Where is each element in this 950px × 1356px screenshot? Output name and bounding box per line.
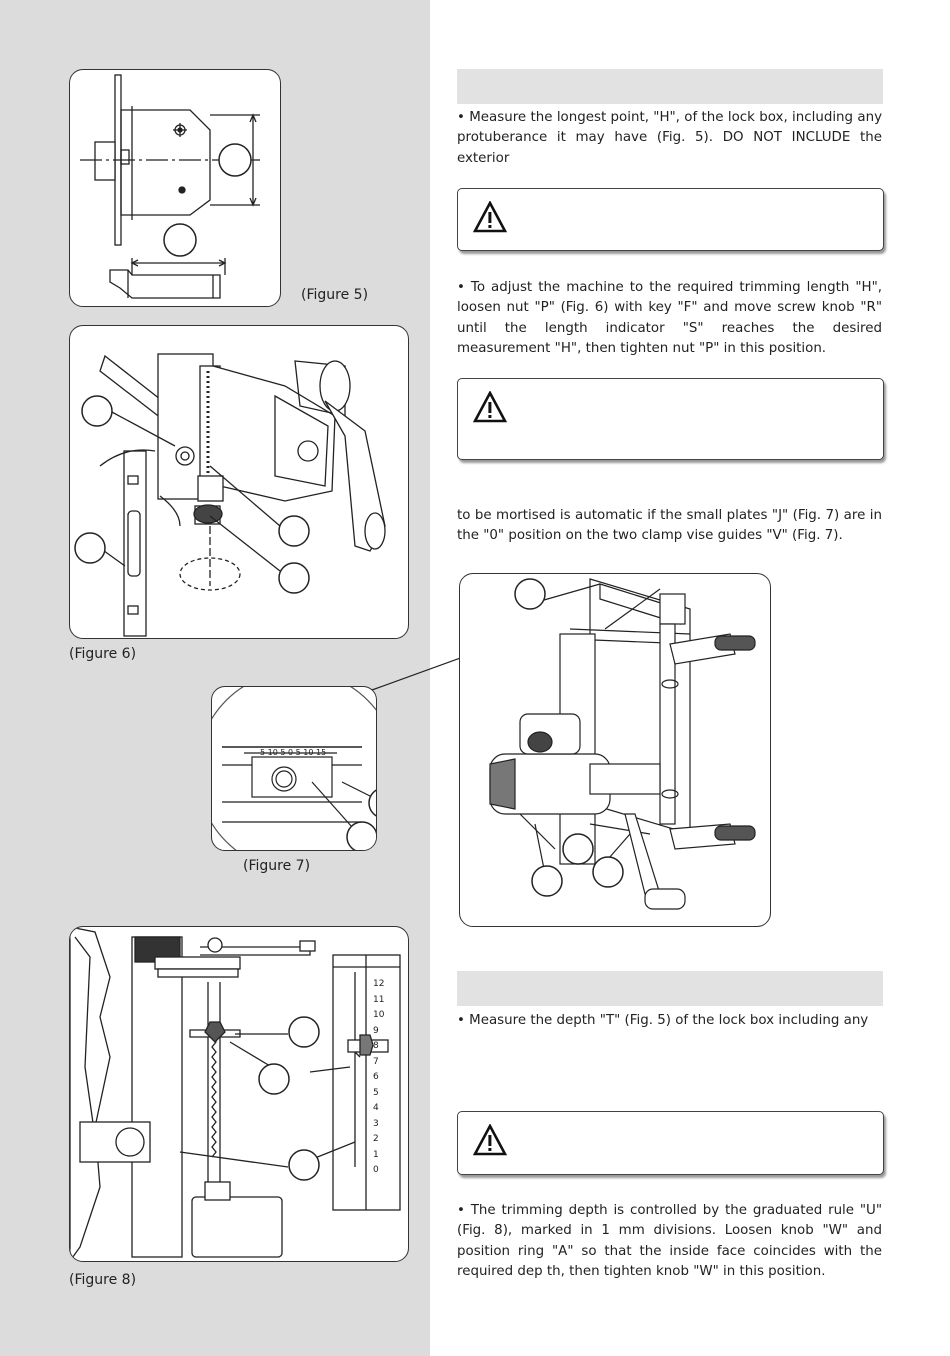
warning-triangle-icon [473,391,507,423]
paragraph-measure-length: • Measure the longest point, "H", of the… [457,110,882,166]
lock-box-drawing [80,74,260,299]
warning-triangle-icon [473,1124,507,1156]
figure-6-caption: (Figure 6) [69,646,137,662]
figure-6 [69,325,409,639]
rule-tick-label: 9 [373,1025,379,1036]
figure-7 [459,573,771,927]
figure-7-caption: (Figure 7) [243,858,311,874]
rule-tick-label: 2 [373,1134,379,1144]
warning-box-2 [457,378,884,460]
trimming-length-drawing [74,353,386,637]
rule-tick-label: 3 [373,1118,379,1129]
rule-tick-label: 7 [373,1056,379,1067]
paragraph-trimming-depth: • The trimming depth is controlled by th… [457,1203,882,1280]
figure-5-caption: (Figure 5) [301,287,369,303]
warning-box-3 [457,1111,884,1175]
paragraph-adjust-length: • To adjust the machine to the required … [457,280,882,357]
plate-scale-detail: 5 10 5 0 5 10 15 [212,687,376,850]
paragraph-measure-depth: • Measure the depth "T" (Fig. 5) of the … [457,1013,869,1028]
section-header-bar-1 [457,69,883,104]
clamp-vise-drawing [489,578,756,910]
warning-box-1 [457,188,884,251]
rule-tick-label: 8 [373,1041,379,1051]
figure-7-detail: 5 10 5 0 5 10 15 [211,686,377,851]
rule-tick-label: 0 [373,1165,379,1175]
rule-tick-label: 12 [373,979,385,989]
rule-tick-label: 1 [373,1149,379,1160]
section-header-bar-2 [457,971,883,1006]
figure-8-caption: (Figure 8) [69,1272,137,1288]
depth-rule-drawing [70,927,401,1261]
paragraph-automatic-centering: to be mortised is automatic if the small… [457,508,882,544]
rule-tick-label: 10 [373,1010,385,1020]
rule-tick-label: 5 [373,1087,379,1098]
figure-5 [69,69,281,307]
rule-tick-label: 6 [373,1072,379,1082]
rule-tick-label: 4 [373,1103,379,1113]
rule-tick-label: 11 [373,994,385,1005]
warning-triangle-icon [473,201,507,233]
